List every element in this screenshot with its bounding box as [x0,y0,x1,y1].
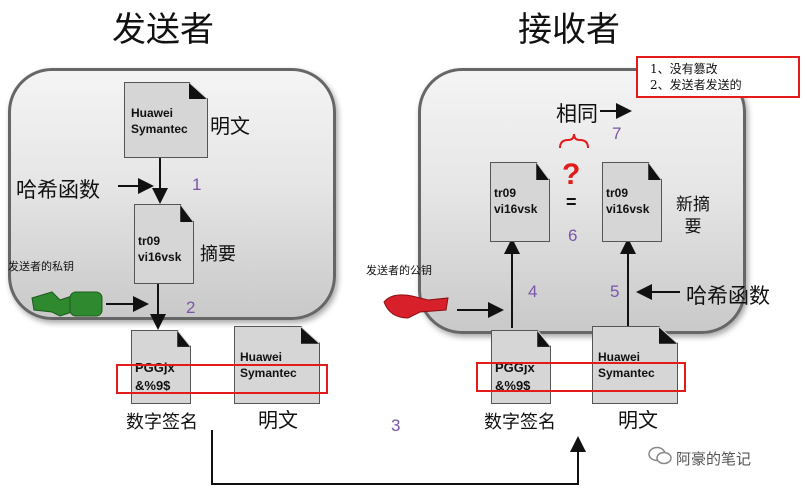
step-5: 5 [610,282,620,301]
sender-out-plaintext-label: 明文 [258,408,298,432]
sender-signature-doc-text: PGGjx &%9$ [135,360,175,393]
public-key-icon [383,294,449,319]
receiver-digest-right-doc-text: tr09 vi16vsk [606,186,650,216]
sender-signature-label: 数字签名 [126,412,198,433]
sender-title: 发送者 [112,10,214,50]
step-2: 2 [186,298,196,317]
receiver-red-highlight [476,362,686,392]
sender-hash-label: 哈希函数 [16,178,100,202]
wechat-icon [648,446,672,466]
receiver-panel [418,68,746,334]
receiver-hash-label: 哈希函数 [686,284,770,308]
callout-line-1: 1、没有篡改 [650,62,718,76]
sender-plaintext-label: 明文 [210,114,250,138]
red-brace [559,133,589,149]
sender-red-highlight [116,364,328,394]
result-callout: 1、没有篡改 2、发送者发送的 [636,56,800,98]
sender-signature-doc: PGGjx &%9$ [131,330,191,404]
sender-digest-label: 摘要 [200,244,236,265]
receiver-signature-label: 数字签名 [484,412,556,433]
step-3: 3 [391,416,401,435]
receiver-plaintext-doc-text: Huawei Symantec [598,350,655,380]
sender-plaintext-doc: Huawei Symantec [124,82,208,158]
receiver-plaintext-label: 明文 [618,408,658,432]
new-digest-label: 新摘 要 [676,195,710,237]
receiver-digest-left-doc: tr09 vi16vsk [490,162,550,242]
equals-sign: = [566,192,577,212]
arrow-transfer [211,430,586,485]
receiver-title: 接收者 [518,10,620,50]
sender-digest-doc: tr09 vi16vsk [134,204,194,284]
watermark-text: 阿豪的笔记 [676,450,752,468]
step-1: 1 [192,175,202,194]
step-4: 4 [528,282,538,301]
step-7: 7 [612,124,622,143]
sender-digest-doc-text: tr09 vi16vsk [138,234,182,264]
sender-out-plaintext-doc-text: Huawei Symantec [240,350,297,380]
receiver-digest-left-doc-text: tr09 vi16vsk [494,186,538,216]
callout-line-2: 2、发送者发送的 [650,78,742,92]
step-6: 6 [568,226,578,245]
public-key-label: 发送者的公钥 [366,264,432,277]
receiver-digest-right-doc: tr09 vi16vsk [602,162,662,242]
same-label: 相同 [556,102,598,126]
private-key-label: 发送者的私钥 [8,260,74,273]
private-key-icon [31,291,103,317]
sender-plaintext-doc-text: Huawei Symantec [131,106,188,136]
question-mark: ? [562,158,581,191]
